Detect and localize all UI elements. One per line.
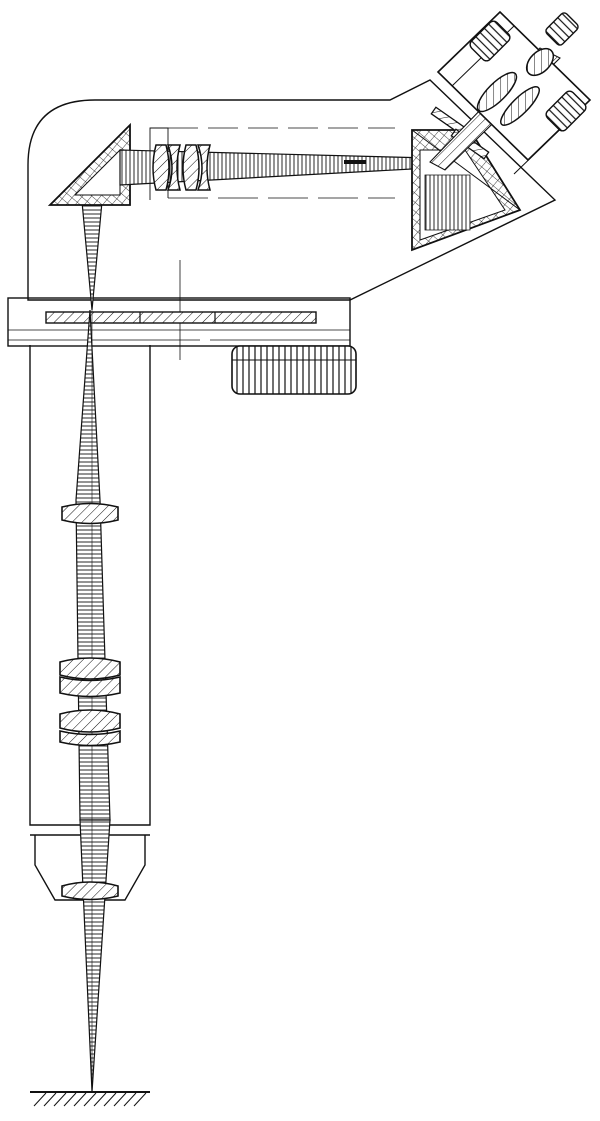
objective-doublet-lower (59, 709, 121, 747)
lower-light-cone (75, 309, 111, 1093)
stage-plate (45, 311, 317, 324)
eyepiece-knurled-rings (469, 12, 587, 132)
right-angle-prism (47, 122, 131, 206)
relay-doublet-pair (152, 144, 366, 191)
eyepiece-lens (476, 47, 555, 126)
objective-doublet-upper (59, 657, 121, 698)
focus-knob (231, 345, 357, 395)
objective-front-lens (61, 881, 119, 901)
objective-rear-lens (61, 502, 119, 525)
object-plane (30, 1091, 150, 1107)
